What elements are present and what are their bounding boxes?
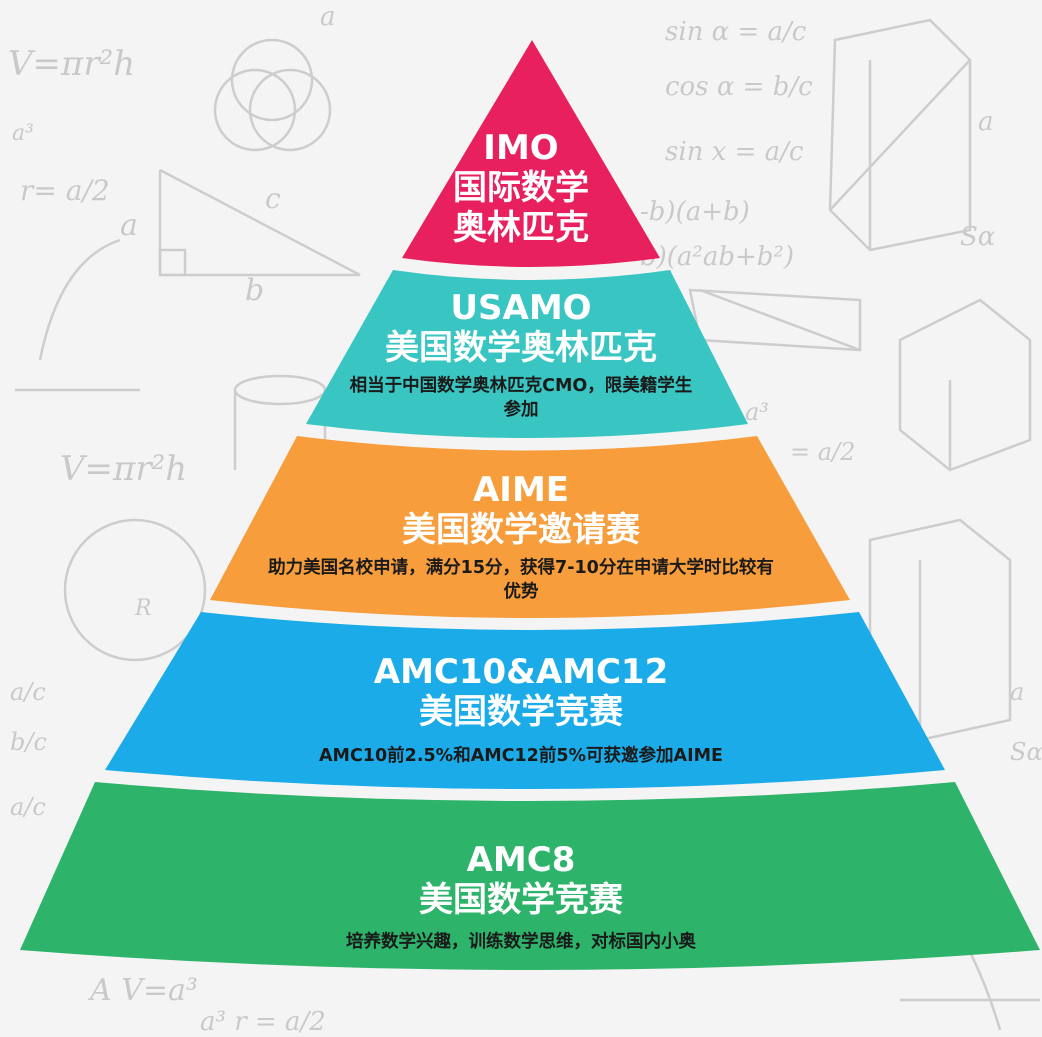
tier-aime-subtitle: 美国数学邀请赛 — [402, 510, 640, 550]
tier-amc1012-subtitle: 美国数学竞赛 — [419, 692, 623, 732]
math-background-pattern: V=πr²h V=πr²h a³ r= a/2 a c b a sin α = … — [8, 2, 1042, 1037]
tier-usamo-title: USAMO — [450, 288, 592, 328]
tier-amc8-subtitle: 美国数学竞赛 — [419, 880, 623, 920]
svg-text:Sα: Sα — [1010, 738, 1042, 766]
tier-imo-line-1: 国际数学 — [453, 168, 589, 208]
tier-amc1012 — [105, 612, 945, 789]
svg-text:Sα: Sα — [960, 222, 996, 252]
tier-imo — [402, 40, 660, 267]
svg-text:R: R — [134, 596, 152, 621]
svg-text:a/c: a/c — [10, 793, 46, 821]
svg-text:a³: a³ — [12, 121, 34, 146]
svg-text:a: a — [320, 2, 336, 32]
svg-text:a: a — [978, 107, 994, 137]
tier-amc1012-description: AMC10前2.5%和AMC12前5%可获邀参加AIME — [319, 746, 723, 766]
svg-text:sin x = a/c: sin x = a/c — [665, 137, 804, 167]
tier-amc8-title: AMC8 — [466, 840, 576, 880]
tier-imo-title: IMO — [483, 128, 559, 168]
svg-text:r= a/2: r= a/2 — [20, 174, 110, 207]
svg-text:c: c — [265, 182, 281, 215]
tier-amc8 — [20, 782, 1040, 970]
svg-text:a: a — [120, 208, 138, 243]
svg-text:a: a — [1010, 678, 1024, 706]
tier-aime-label: AIME 美国数学邀请赛 助力美国名校申请，满分15分，获得7-10分在申请大学… — [0, 470, 1042, 604]
svg-text:-b)(a+b): -b)(a+b) — [640, 197, 750, 227]
tier-usamo-subtitle: 美国数学奥林匹克 — [385, 328, 657, 368]
svg-text:b/c: b/c — [10, 728, 47, 756]
tier-aime-title: AIME — [472, 470, 570, 510]
svg-text:V=πr²h: V=πr²h — [60, 449, 187, 489]
tier-usamo-label: USAMO 美国数学奥林匹克 相当于中国数学奥林匹克CMO，限美籍学生参加 — [0, 288, 1042, 422]
svg-text:b: b — [245, 273, 264, 308]
svg-text:V=πr²h: V=πr²h — [8, 44, 135, 84]
tier-imo-line-2: 奥林匹克 — [453, 208, 589, 248]
tier-imo-label: IMO 国际数学 奥林匹克 — [0, 128, 1042, 248]
svg-text:sin α = a/c: sin α = a/c — [665, 17, 807, 47]
tier-amc1012-title: AMC10&AMC12 — [373, 652, 669, 692]
tier-usamo — [306, 270, 748, 438]
tier-amc8-label: AMC8 美国数学竞赛 培养数学兴趣，训练数学思维，对标国内小奥 — [0, 840, 1042, 954]
svg-text:= a/2: = a/2 — [790, 438, 855, 466]
svg-text:b)(a²ab+b²): b)(a²ab+b²) — [640, 242, 794, 272]
tier-aime — [210, 436, 850, 618]
tier-amc8-description: 培养数学兴趣，训练数学思维，对标国内小奥 — [346, 932, 696, 952]
svg-text:a/c: a/c — [10, 678, 46, 706]
tier-usamo-description: 相当于中国数学奥林匹克CMO，限美籍学生参加 — [349, 376, 693, 420]
svg-text:A V=a³: A V=a³ — [87, 973, 198, 1008]
svg-text:a³: a³ — [745, 398, 769, 426]
tier-aime-description: 助力美国名校申请，满分15分，获得7-10分在申请大学时比较有优势 — [268, 558, 774, 602]
svg-text:cos α = b/c: cos α = b/c — [665, 72, 813, 102]
tier-amc1012-label: AMC10&AMC12 美国数学竞赛 AMC10前2.5%和AMC12前5%可获… — [0, 652, 1042, 768]
svg-text:a³ r = a/2: a³ r = a/2 — [200, 1007, 326, 1037]
